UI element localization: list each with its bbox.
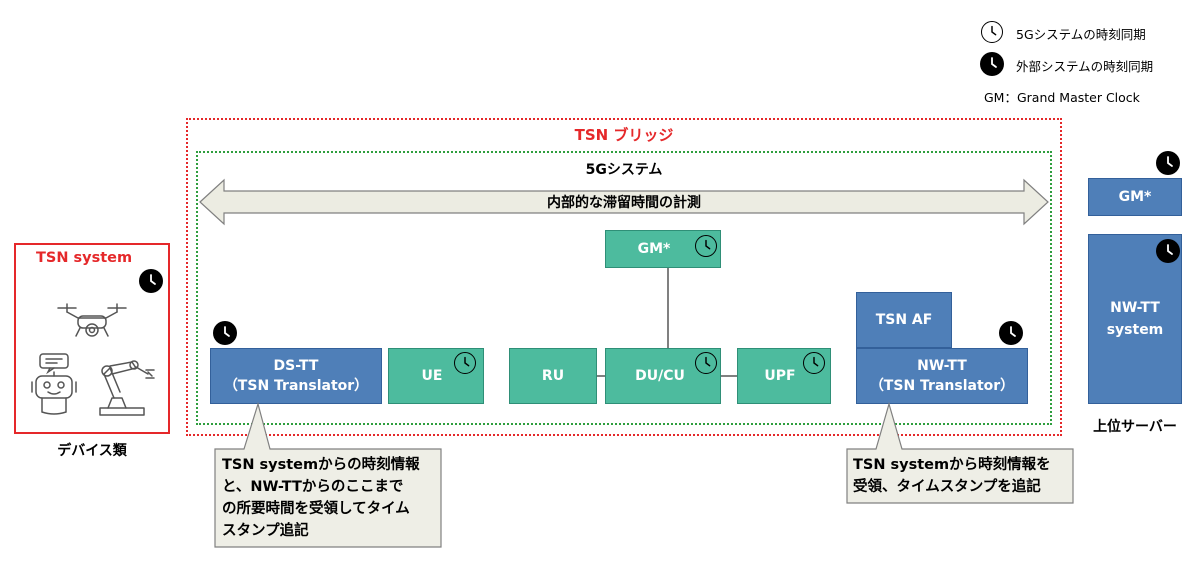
nw-tt-line2: （TSN Translator） <box>869 378 1015 394</box>
legend-clock-outline-icon <box>981 21 1003 43</box>
ue-label: UE <box>421 368 443 384</box>
ue-clock-icon <box>454 352 476 374</box>
nw-tt-external-clock-icon <box>999 321 1023 345</box>
callout-left-line-1: TSN systemからの時刻情報 <box>222 457 420 473</box>
legend-label-external-sync: 外部システムの時刻同期 <box>1016 59 1154 74</box>
gm-outer-clock-icon <box>1156 151 1180 175</box>
ds-tt-line2: （TSN Translator） <box>223 378 369 394</box>
tsn-system-label: TSN system <box>36 250 133 266</box>
drone-icon <box>57 303 127 337</box>
tsn-bridge-label: TSN ブリッジ <box>574 126 674 144</box>
robot-icon <box>31 353 77 415</box>
ds-tt-external-clock-icon <box>213 321 237 345</box>
residence-time-label: 内部的な滞留時間の計測 <box>547 195 701 211</box>
legend-clock-filled-icon <box>980 52 1004 76</box>
gm-inner-clock-icon <box>695 235 717 257</box>
upf-clock-icon <box>803 352 825 374</box>
connector-ru-du <box>597 375 605 377</box>
ru-node[interactable]: RU <box>509 348 597 404</box>
ue-node[interactable]: UE <box>388 348 484 404</box>
ds-tt-node[interactable]: DS-TT （TSN Translator） <box>210 348 382 404</box>
ds-tt-line1: DS-TT <box>273 358 319 374</box>
upf-label: UPF <box>764 368 796 384</box>
callout-left-text: TSN systemからの時刻情報 と、NW-TTからのここまで の所要時間を受… <box>222 454 420 542</box>
gm-outer-node[interactable]: GM* <box>1088 178 1182 216</box>
callout-right-shape <box>846 402 1074 504</box>
nw-tt-system-line1: NW-TT <box>1110 300 1160 316</box>
fiveg-system-label: 5Gシステム <box>585 162 663 178</box>
upper-server-caption: 上位サーバー <box>1093 419 1177 435</box>
tsn-system-clock-icon <box>139 269 163 293</box>
nw-tt-node[interactable]: NW-TT （TSN Translator） <box>856 348 1028 404</box>
callout-left-shape <box>214 402 442 548</box>
connector-gm-du <box>667 268 669 348</box>
du-cu-clock-icon <box>695 352 717 374</box>
gm-outer-label: GM* <box>1118 189 1152 205</box>
residence-time-arrow <box>199 178 1049 226</box>
nw-tt-line1: NW-TT <box>917 358 967 374</box>
nw-tt-system-line2: system <box>1106 322 1164 338</box>
tsn-af-node[interactable]: TSN AF <box>856 292 952 348</box>
tsn-system-frame <box>14 243 170 434</box>
du-cu-label: DU/CU <box>635 368 685 384</box>
connector-du-upf <box>721 375 737 377</box>
tsn-bridge-frame <box>186 118 1062 436</box>
callout-left-line-2: と、NW-TTからのここまで <box>222 479 404 495</box>
ru-label: RU <box>541 368 565 384</box>
legend-gm-note: GM：Grand Master Clock <box>984 90 1140 105</box>
callout-left-line-3: の所要時間を受領してタイム <box>222 501 410 517</box>
tsn-af-label: TSN AF <box>875 312 933 328</box>
devices-caption: デバイス類 <box>57 443 127 459</box>
robot-arm-icon <box>99 360 155 416</box>
callout-right-line-2: 受領、タイムスタンプを追記 <box>853 479 1041 495</box>
callout-right-text: TSN systemから時刻情報を 受領、タイムスタンプを追記 <box>853 454 1051 498</box>
gm-inner-label: GM* <box>637 241 671 257</box>
callout-right-line-1: TSN systemから時刻情報を <box>853 457 1051 473</box>
callout-left-line-4: スタンプ追記 <box>222 523 309 539</box>
nw-tt-system-clock-icon <box>1156 239 1180 263</box>
legend-label-5g-sync: 5Gシステムの時刻同期 <box>1016 27 1146 42</box>
fiveg-system-frame <box>196 151 1052 425</box>
